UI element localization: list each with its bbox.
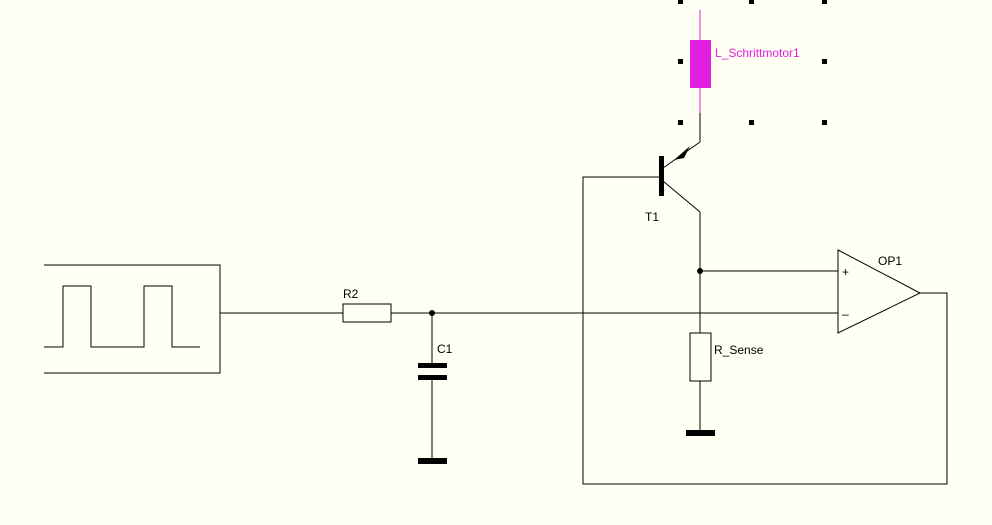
transistor-t1-base[interactable] <box>659 156 664 196</box>
selection-handles <box>678 0 827 125</box>
capacitor-c1-plate-bottom[interactable] <box>418 375 447 380</box>
selection-handle[interactable] <box>822 120 827 125</box>
label-l-schrittmotor1: L_Schrittmotor1 <box>715 46 800 60</box>
label-opamp-plus: + <box>842 265 849 279</box>
ground-c1 <box>418 458 447 464</box>
resistor-r-sense[interactable] <box>689 332 712 382</box>
junction-sense <box>697 268 703 274</box>
label-r2: R2 <box>343 287 359 301</box>
signal-generator-frame[interactable] <box>44 264 221 374</box>
transistor-t1-emitter-arrow <box>674 146 690 160</box>
selection-handle[interactable] <box>678 59 683 64</box>
junction-c1 <box>429 310 435 316</box>
resistor-r2[interactable] <box>342 303 392 323</box>
wire-feedback-loop[interactable] <box>582 176 948 485</box>
selection-handle[interactable] <box>749 0 754 4</box>
capacitor-c1-plate-top[interactable] <box>418 363 447 368</box>
label-opamp-minus: – <box>842 307 849 321</box>
selection-handle[interactable] <box>678 0 683 4</box>
selection-handle[interactable] <box>678 120 683 125</box>
opamp-op1-body[interactable] <box>837 249 922 334</box>
label-r-sense: R_Sense <box>714 343 764 357</box>
pulse-waveform <box>44 285 200 348</box>
selection-handle[interactable] <box>749 120 754 125</box>
inductor-l-schrittmotor1[interactable] <box>690 40 711 88</box>
ground-r-sense <box>686 430 715 436</box>
wire-t1-collector[interactable] <box>662 180 701 213</box>
label-c1: C1 <box>437 342 453 356</box>
label-op1: OP1 <box>878 254 902 268</box>
label-t1: T1 <box>645 210 659 224</box>
selection-handle[interactable] <box>822 59 827 64</box>
selection-handle[interactable] <box>822 0 827 4</box>
